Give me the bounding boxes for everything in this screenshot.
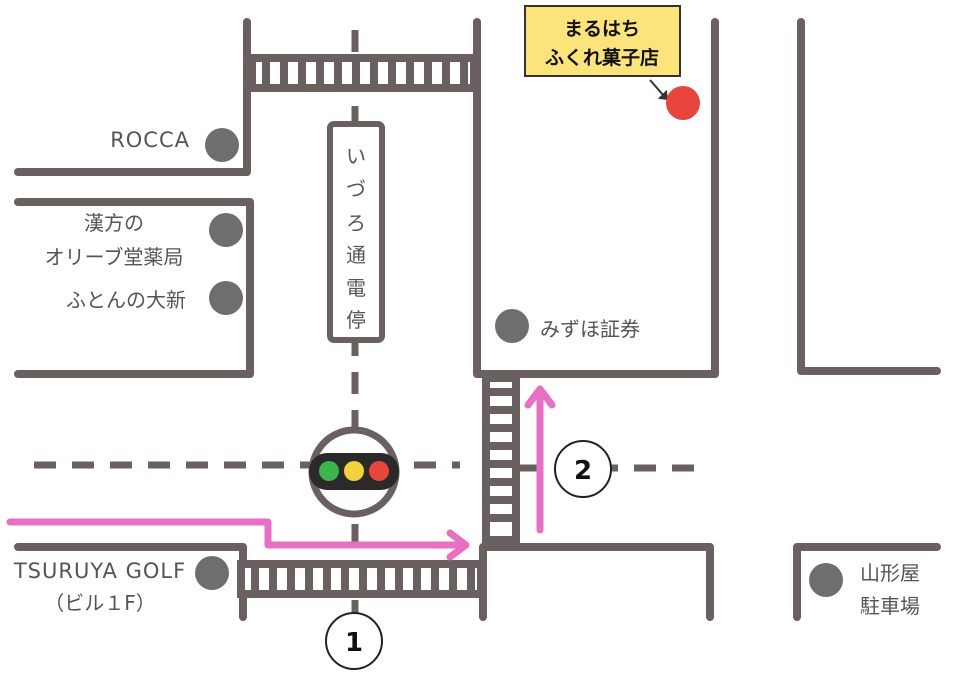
crosswalk-stripe — [388, 58, 396, 88]
crosswalk-stripe — [442, 58, 450, 88]
mizuho-label: みずほ証券 — [540, 317, 640, 341]
crosswalk-stripe — [377, 564, 385, 594]
crosswalk-stripe — [287, 564, 295, 594]
parking-label-line2: 駐車場 — [860, 594, 920, 618]
crosswalk-stripe — [298, 58, 306, 88]
road-edge-left-block — [14, 198, 254, 378]
road-outlines — [14, 18, 941, 621]
tram-stop-char: い — [346, 144, 366, 168]
kanpo-marker — [209, 213, 243, 247]
tram-stop-char: 停 — [346, 308, 366, 332]
crosswalk-stripe — [316, 58, 324, 88]
step-two-badge: 2 — [554, 440, 612, 498]
mizuho-marker — [495, 309, 529, 343]
parking-label-line1: 山形屋 — [860, 561, 920, 585]
signal-green-light — [319, 461, 339, 481]
crosswalk-stripe — [370, 58, 378, 88]
crosswalk-stripe — [262, 58, 270, 88]
road-edge-right-top — [797, 18, 941, 375]
crosswalk-stripe — [486, 424, 516, 432]
road-edge-top-left — [14, 18, 251, 176]
route-line-bottom — [6, 518, 469, 549]
tram-stop-sign: い づ ろ 通 電 停 — [327, 121, 385, 343]
route-arrowhead-right — [446, 529, 470, 561]
shop-marker — [666, 86, 700, 120]
crosswalk-stripe — [395, 564, 403, 594]
kanpo-label-line1: 漢方の — [84, 211, 144, 235]
crosswalk-stripe — [413, 564, 421, 594]
landmark-dots — [195, 128, 843, 597]
crosswalk-stripe — [406, 58, 414, 88]
signal-red-light — [369, 461, 389, 481]
tsuruya-label-line2: （ビル１F） — [44, 591, 156, 615]
tsuruya-marker — [195, 556, 229, 590]
crosswalk-stripe — [486, 478, 516, 486]
shop-label: まるはち ふくれ菓子店 — [524, 5, 681, 77]
step-two-number: 2 — [574, 456, 592, 486]
crosswalk-stripe — [352, 58, 360, 88]
road-edge-center-left — [473, 18, 719, 378]
crosswalk-stripe — [269, 564, 277, 594]
kanpo-label-line2: オリーブ堂薬局 — [45, 245, 184, 269]
road-edge-right-bottom — [793, 543, 941, 621]
crosswalk-stripe — [323, 564, 331, 594]
landmark-labels: ROCCA 漢方の オリーブ堂薬局 ふとんの大新 みずほ証券 TSURUYA G… — [13, 128, 920, 618]
crosswalk-stripe — [341, 564, 349, 594]
crosswalk-top — [248, 54, 478, 92]
crosswalk-stripe — [460, 58, 468, 88]
crosswalk-stripe — [280, 58, 288, 88]
crosswalk-stripe — [486, 460, 516, 468]
crosswalk-stripe — [334, 58, 342, 88]
crosswalk-stripe — [449, 564, 457, 594]
tram-stop-char: づ — [346, 177, 366, 201]
rocca-label: ROCCA — [110, 128, 190, 152]
crosswalk-stripe — [251, 564, 259, 594]
futon-marker — [209, 281, 243, 315]
shop-pointer — [649, 79, 669, 101]
shop-name-line2: ふくれ菓子店 — [545, 46, 659, 69]
crosswalk-stripe — [431, 564, 439, 594]
crosswalk-stripe — [486, 442, 516, 450]
futon-label: ふとんの大新 — [66, 288, 186, 312]
tram-stop-char: 電 — [346, 276, 366, 300]
traffic-signal — [308, 426, 400, 518]
shop-name-line1: まるはち — [564, 18, 640, 40]
tram-stop-char: 通 — [346, 243, 366, 267]
tsuruya-label-line1: TSURUYA GOLF — [13, 559, 186, 583]
tram-stop-char: ろ — [346, 211, 366, 235]
crosswalk-stripe — [359, 564, 367, 594]
crosswalk-stripe — [305, 564, 313, 594]
crosswalk-stripe — [486, 406, 516, 414]
step-one-number: 1 — [345, 628, 363, 658]
crosswalk-stripe — [424, 58, 432, 88]
route-arrowhead-up — [524, 385, 556, 409]
crosswalk-stripe — [486, 388, 516, 396]
crosswalk-stripe — [486, 496, 516, 504]
crosswalk-stripe — [486, 514, 516, 522]
step-one-badge: 1 — [325, 612, 383, 670]
parking-marker — [809, 563, 843, 597]
crosswalk-stripe — [467, 564, 475, 594]
rocca-marker — [205, 128, 239, 162]
crosswalk-right — [482, 374, 520, 544]
route — [6, 385, 556, 561]
road-edge-center-bottom — [479, 543, 714, 621]
signal-yellow-light — [344, 461, 364, 481]
crosswalk-bottom — [237, 560, 485, 598]
